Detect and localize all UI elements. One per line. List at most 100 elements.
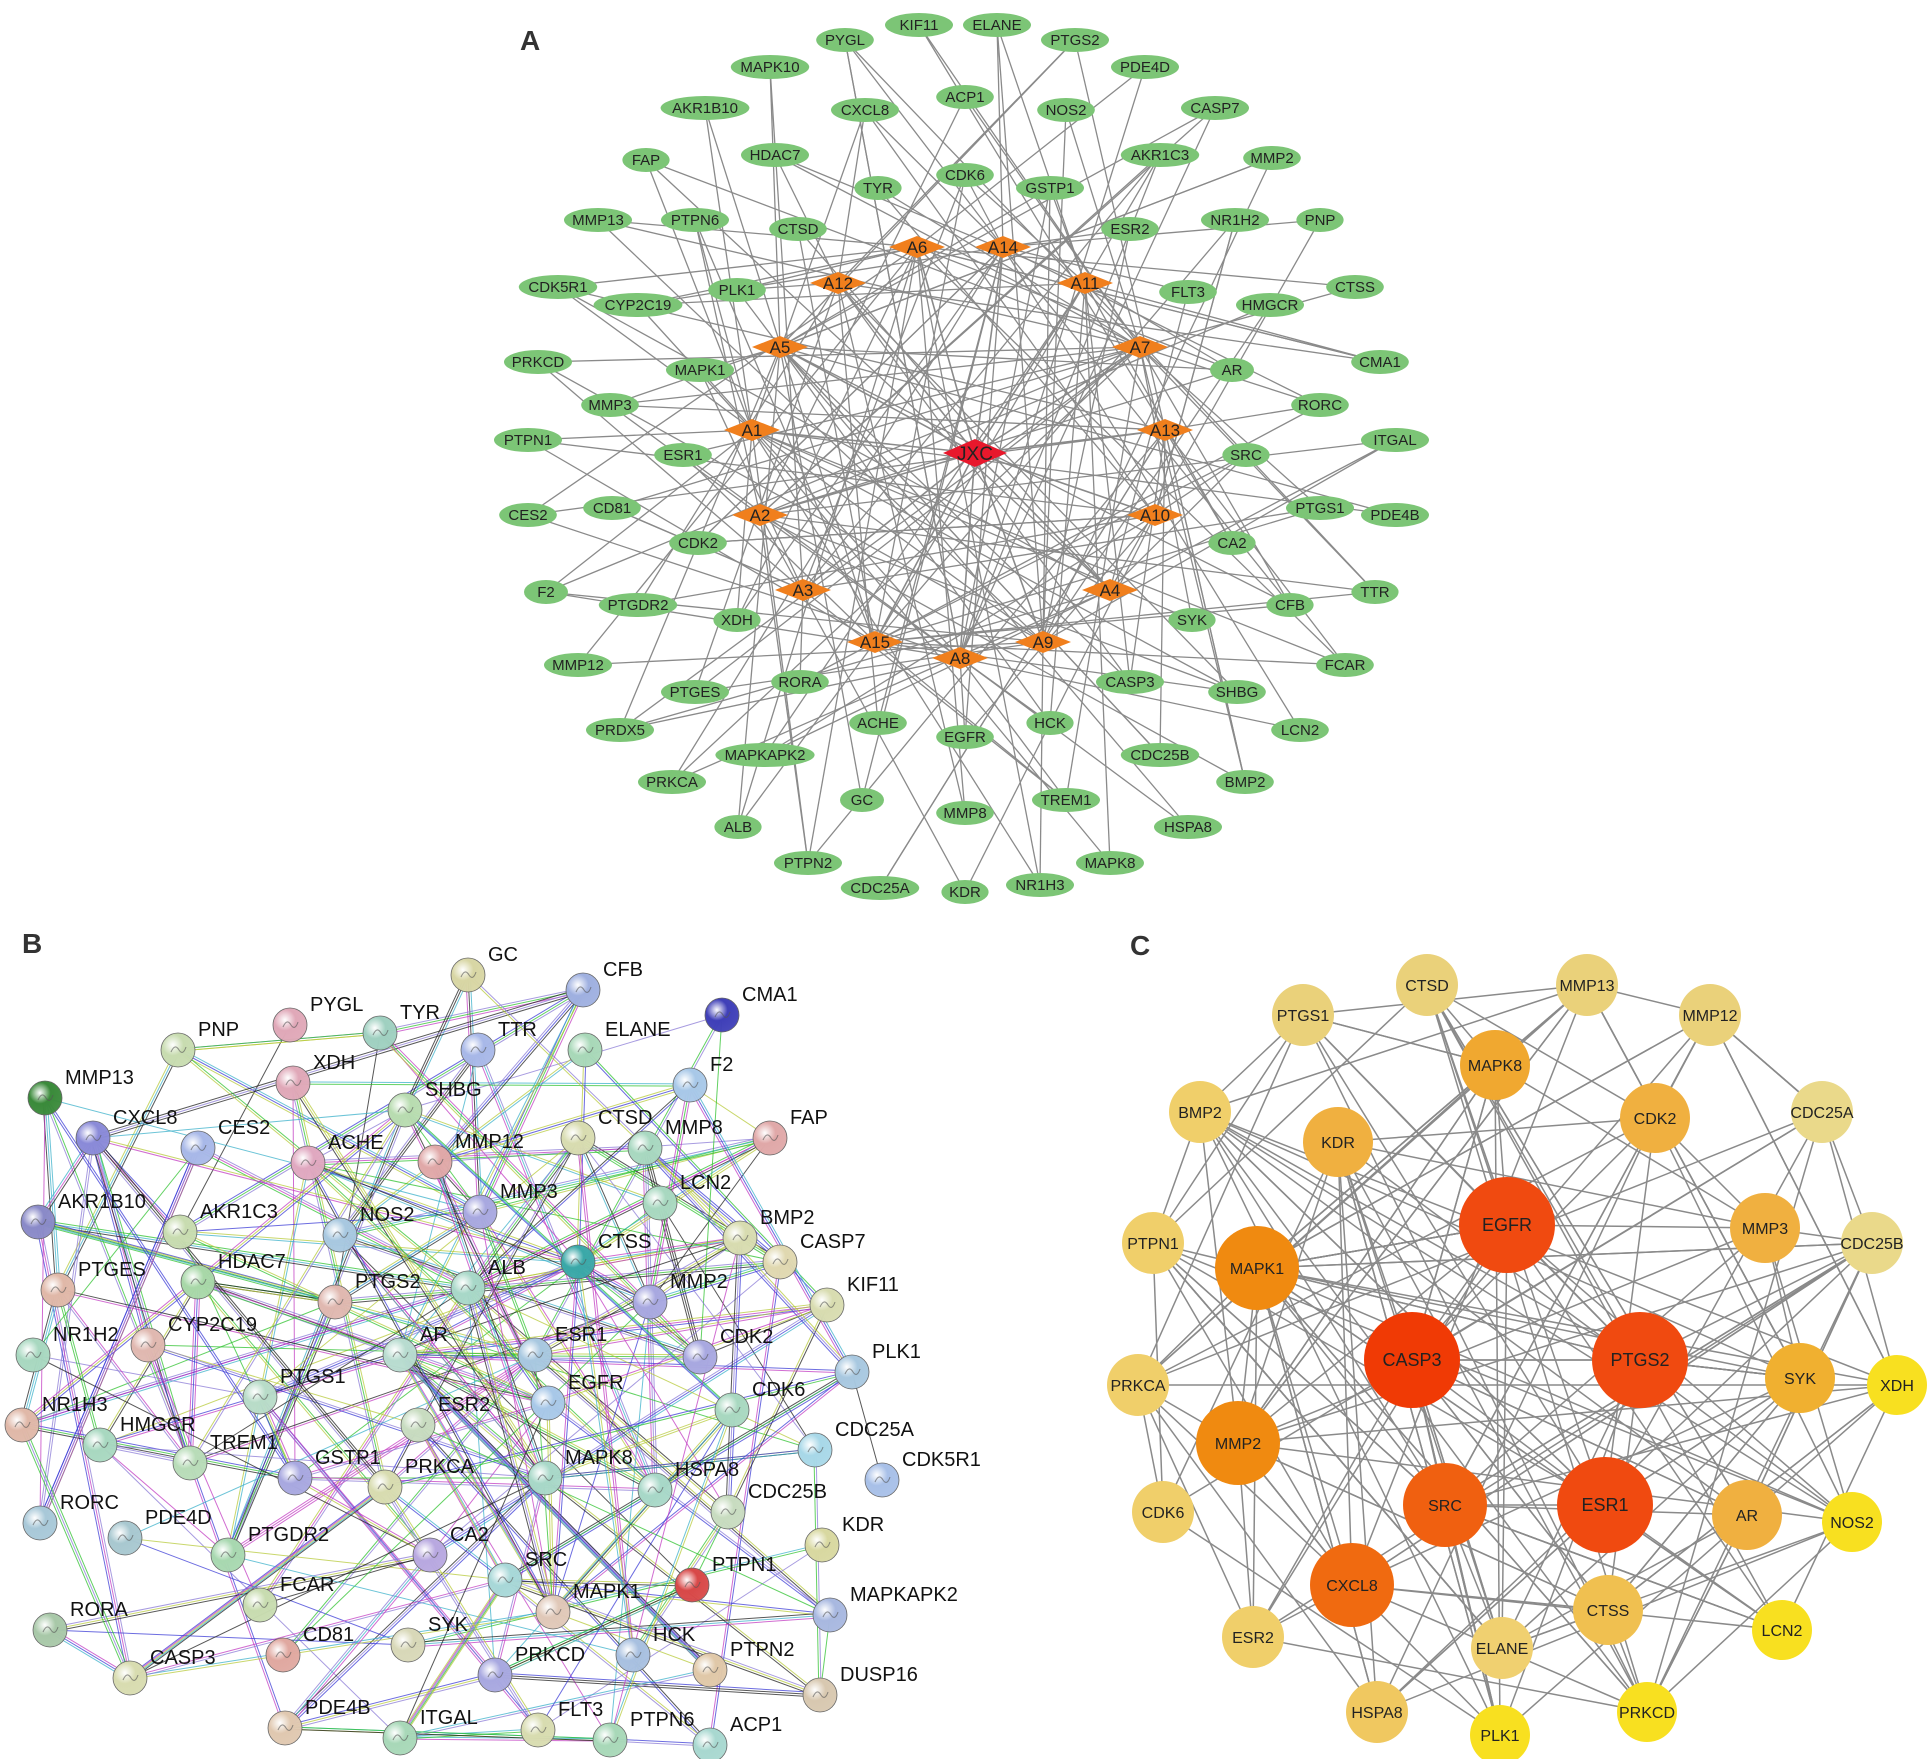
hub-node-kdr[interactable]: KDR (1303, 1107, 1373, 1177)
protein-node-esr2[interactable]: ESR2 (400, 1394, 490, 1443)
protein-node-src[interactable]: SRC (487, 1549, 567, 1598)
protein-node-prkca[interactable]: PRKCA (367, 1456, 475, 1505)
target-node-nr1h3[interactable]: NR1H3 (1006, 873, 1074, 897)
hub-node-egfr[interactable]: EGFR (1459, 1177, 1555, 1273)
hub-node-xdh[interactable]: XDH (1867, 1355, 1927, 1415)
protein-node-akr1b10[interactable]: AKR1B10 (20, 1191, 146, 1240)
compound-node-a12[interactable]: A12 (810, 272, 866, 294)
protein-node-ar[interactable]: AR (382, 1324, 448, 1373)
protein-node-casp3[interactable]: CASP3 (112, 1647, 216, 1696)
target-node-mmp12[interactable]: MMP12 (544, 653, 612, 677)
protein-node-cxcl8[interactable]: CXCL8 (75, 1107, 177, 1156)
protein-node-mmp2[interactable]: MMP2 (632, 1271, 728, 1320)
hub-node-lcn2[interactable]: LCN2 (1752, 1600, 1812, 1660)
target-node-mapk10[interactable]: MAPK10 (730, 55, 810, 79)
hub-node-mmp12[interactable]: MMP12 (1679, 984, 1741, 1046)
protein-node-plk1[interactable]: PLK1 (834, 1341, 921, 1390)
hub-node-cdk2[interactable]: CDK2 (1620, 1083, 1690, 1153)
protein-node-casp7[interactable]: CASP7 (762, 1231, 866, 1280)
target-node-ptpn6[interactable]: PTPN6 (661, 208, 729, 232)
target-node-ar[interactable]: AR (1210, 358, 1254, 382)
compound-node-a14[interactable]: A14 (975, 236, 1031, 258)
protein-node-hdac7[interactable]: HDAC7 (180, 1251, 286, 1300)
compound-node-a2[interactable]: A2 (732, 504, 788, 526)
protein-node-esr1[interactable]: ESR1 (517, 1324, 607, 1373)
target-node-xdh[interactable]: XDH (713, 608, 761, 632)
hub-node-syk[interactable]: SYK (1765, 1343, 1835, 1413)
protein-node-dusp16[interactable]: DUSP16 (802, 1664, 918, 1713)
target-node-hspa8[interactable]: HSPA8 (1154, 815, 1222, 839)
compound-node-a3[interactable]: A3 (775, 579, 831, 601)
compound-node-a15[interactable]: A15 (847, 631, 903, 653)
target-node-cfb[interactable]: CFB (1266, 593, 1314, 617)
protein-node-ptgs2[interactable]: PTGS2 (317, 1271, 421, 1320)
hub-node-cdk6[interactable]: CDK6 (1132, 1481, 1194, 1543)
protein-node-pygl[interactable]: PYGL (272, 994, 363, 1043)
protein-node-kif11[interactable]: KIF11 (809, 1274, 899, 1323)
target-node-gc[interactable]: GC (840, 788, 884, 812)
target-node-trem1[interactable]: TREM1 (1032, 788, 1100, 812)
hub-node-casp3[interactable]: CASP3 (1364, 1312, 1460, 1408)
target-node-mapk1[interactable]: MAPK1 (666, 358, 734, 382)
protein-node-elane[interactable]: ELANE (567, 1019, 671, 1068)
target-node-lcn2[interactable]: LCN2 (1271, 718, 1329, 742)
protein-node-mmp3[interactable]: MMP3 (462, 1181, 558, 1230)
protein-node-syk[interactable]: SYK (390, 1614, 469, 1663)
compound-node-a7[interactable]: A7 (1112, 336, 1168, 358)
protein-node-ctss[interactable]: CTSS (560, 1231, 651, 1280)
protein-node-ca2[interactable]: CA2 (412, 1524, 489, 1573)
hub-node-esr1[interactable]: ESR1 (1557, 1457, 1653, 1553)
hub-node-mapk1[interactable]: MAPK1 (1215, 1226, 1299, 1310)
protein-node-mmp12[interactable]: MMP12 (417, 1131, 524, 1180)
target-node-src[interactable]: SRC (1222, 443, 1270, 467)
protein-node-prkcd[interactable]: PRKCD (477, 1644, 585, 1693)
protein-node-mapk8[interactable]: MAPK8 (527, 1447, 633, 1496)
target-node-mapkapk2[interactable]: MAPKAPK2 (715, 743, 815, 767)
protein-node-cdc25b[interactable]: CDC25B (710, 1481, 827, 1530)
target-node-hck[interactable]: HCK (1026, 711, 1074, 735)
protein-node-gc[interactable]: GC (450, 944, 518, 993)
protein-node-ctsd[interactable]: CTSD (560, 1107, 652, 1156)
target-node-bmp2[interactable]: BMP2 (1216, 770, 1274, 794)
compound-node-a5[interactable]: A5 (752, 336, 808, 358)
protein-node-rora[interactable]: RORA (32, 1599, 128, 1648)
protein-node-hmgcr[interactable]: HMGCR (82, 1414, 196, 1463)
target-node-itgal[interactable]: ITGAL (1361, 428, 1429, 452)
compound-node-a10[interactable]: A10 (1127, 504, 1183, 526)
target-node-rorc[interactable]: RORC (1291, 393, 1349, 417)
hub-node-ptpn1[interactable]: PTPN1 (1122, 1212, 1184, 1274)
target-node-ctsd[interactable]: CTSD (769, 217, 827, 241)
protein-node-ache[interactable]: ACHE (290, 1132, 384, 1181)
target-node-ptgs1[interactable]: PTGS1 (1286, 496, 1354, 520)
protein-node-akr1c3[interactable]: AKR1C3 (162, 1201, 278, 1250)
target-node-ptpn2[interactable]: PTPN2 (774, 851, 842, 875)
target-node-acp1[interactable]: ACP1 (936, 85, 994, 109)
protein-node-cyp2c19[interactable]: CYP2C19 (130, 1314, 257, 1363)
protein-node-acp1[interactable]: ACP1 (692, 1714, 782, 1759)
protein-node-egfr[interactable]: EGFR (530, 1372, 624, 1421)
target-node-cxcl8[interactable]: CXCL8 (831, 98, 899, 122)
target-node-mmp8[interactable]: MMP8 (936, 801, 994, 825)
protein-node-tyr[interactable]: TYR (362, 1002, 440, 1051)
protein-node-ptpn1[interactable]: PTPN1 (674, 1554, 776, 1603)
protein-node-kdr[interactable]: KDR (804, 1514, 884, 1563)
hub-node-mmp3[interactable]: MMP3 (1730, 1193, 1800, 1263)
compound-node-a9[interactable]: A9 (1015, 631, 1071, 653)
target-node-alb[interactable]: ALB (714, 815, 762, 839)
compound-node-a13[interactable]: A13 (1137, 419, 1193, 441)
target-node-ptgs2[interactable]: PTGS2 (1041, 28, 1109, 52)
hub-node-cdc25b[interactable]: CDC25B (1840, 1212, 1904, 1274)
target-node-gstp1[interactable]: GSTP1 (1016, 176, 1084, 200)
protein-node-trem1[interactable]: TREM1 (172, 1432, 278, 1481)
protein-node-fap[interactable]: FAP (752, 1107, 828, 1156)
target-node-cyp2c19[interactable]: CYP2C19 (593, 293, 683, 317)
target-node-kdr[interactable]: KDR (941, 880, 989, 904)
protein-node-cfb[interactable]: CFB (565, 959, 643, 1008)
protein-node-cdc25a[interactable]: CDC25A (797, 1419, 915, 1468)
target-node-ctss[interactable]: CTSS (1326, 275, 1384, 299)
protein-node-f2[interactable]: F2 (672, 1054, 733, 1103)
hub-node-ptgs1[interactable]: PTGS1 (1272, 984, 1334, 1046)
protein-node-xdh[interactable]: XDH (275, 1052, 355, 1101)
target-node-hmgcr[interactable]: HMGCR (1236, 293, 1304, 317)
protein-node-ptgs1[interactable]: PTGS1 (242, 1366, 346, 1415)
